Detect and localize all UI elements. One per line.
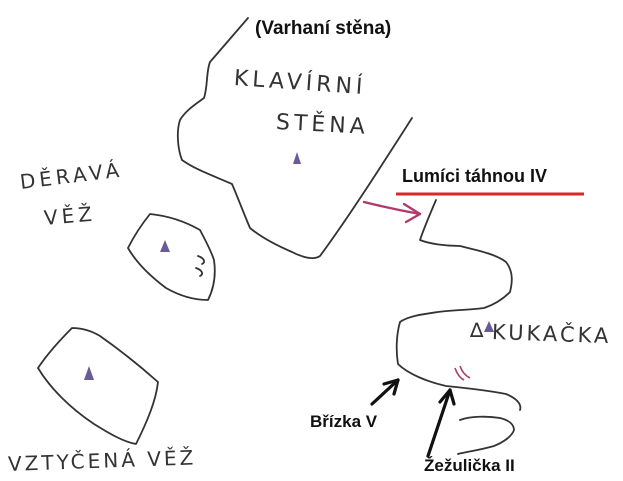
callout-lumici: Lumíci táhnou IV [402, 166, 548, 186]
callout-zezulicka: Žežulička II [424, 456, 515, 475]
lumici-arrow [362, 200, 422, 216]
label-kukacka: KUKAČKA [491, 320, 612, 349]
zezulicka-arrowhead [438, 388, 456, 406]
label-derava-2: VĚŽ [42, 201, 97, 230]
vztycena-vez-outline [37, 327, 159, 445]
klavirni-stena-outline [176, 17, 413, 259]
kukacka-lower-wall [457, 415, 515, 455]
marker-klavirni [293, 152, 301, 164]
brizka-arrow [370, 378, 400, 406]
brizka-arrowhead [382, 378, 400, 396]
lumici-arrowhead [402, 202, 422, 224]
label-klavirni-2: STĚNA [275, 110, 370, 140]
kukacka-outline [395, 199, 522, 411]
derava-vez-outline [127, 213, 216, 301]
label-kukacka-marker: ∆ [470, 318, 484, 342]
derava-vez-holes [195, 255, 205, 277]
marker-vztycena [84, 366, 94, 380]
marker-kukacka [484, 321, 494, 332]
callout-brizka: Břízka V [310, 412, 378, 431]
zezulicka-arrow [426, 388, 452, 458]
zezulicka-start-mark [454, 365, 471, 381]
marker-derava [160, 240, 170, 252]
map-title: (Varhaní stěna) [255, 18, 392, 39]
